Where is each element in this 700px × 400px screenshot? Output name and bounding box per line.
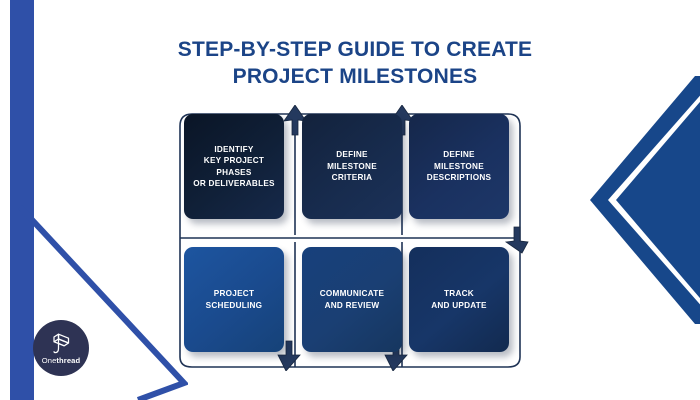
step-card-2[interactable]: DEFINE MILESTONE CRITERIA xyxy=(302,114,402,219)
step-cards: IDENTIFY KEY PROJECT PHASES OR DELIVERAB… xyxy=(178,105,530,371)
isometric-cube-icon xyxy=(53,333,70,353)
page-title-line-2: PROJECT MILESTONES xyxy=(232,65,478,88)
step-card-3[interactable]: DEFINE MILESTONE DESCRIPTIONS xyxy=(409,114,509,219)
step-card-2-label: DEFINE MILESTONE CRITERIA xyxy=(327,150,377,183)
step-card-3-label: DEFINE MILESTONE DESCRIPTIONS xyxy=(426,150,492,183)
step-card-1-label: IDENTIFY KEY PROJECT PHASES OR DELIVERAB… xyxy=(193,144,275,189)
logo-word-thread: thread xyxy=(56,355,81,365)
step-card-5[interactable]: COMMUNICATE AND REVIEW xyxy=(302,247,402,352)
right-chevron-decoration xyxy=(590,76,700,324)
step-card-4[interactable]: PROJECT SCHEDULING xyxy=(184,247,284,352)
process-diagram: IDENTIFY KEY PROJECT PHASES OR DELIVERAB… xyxy=(178,105,530,371)
step-card-5-label: COMMUNICATE AND REVIEW xyxy=(319,289,385,310)
logo-word-one: One xyxy=(41,355,57,365)
left-outline-chevron-decoration xyxy=(18,205,188,400)
step-card-4-label: PROJECT SCHEDULING xyxy=(205,289,263,310)
step-card-6[interactable]: TRACK AND UPDATE xyxy=(409,247,509,352)
page-title: STEP-BY-STEP GUIDE TO CREATE PROJECT MIL… xyxy=(110,36,600,90)
onethread-logo: Onethread xyxy=(33,320,89,376)
logo-wordmark: Onethread xyxy=(42,356,80,365)
step-card-6-label: TRACK AND UPDATE xyxy=(431,289,487,310)
page-title-line-1: STEP-BY-STEP GUIDE TO CREATE xyxy=(177,38,533,61)
step-card-1[interactable]: IDENTIFY KEY PROJECT PHASES OR DELIVERAB… xyxy=(184,114,284,219)
left-vertical-bar-decoration xyxy=(10,0,34,400)
